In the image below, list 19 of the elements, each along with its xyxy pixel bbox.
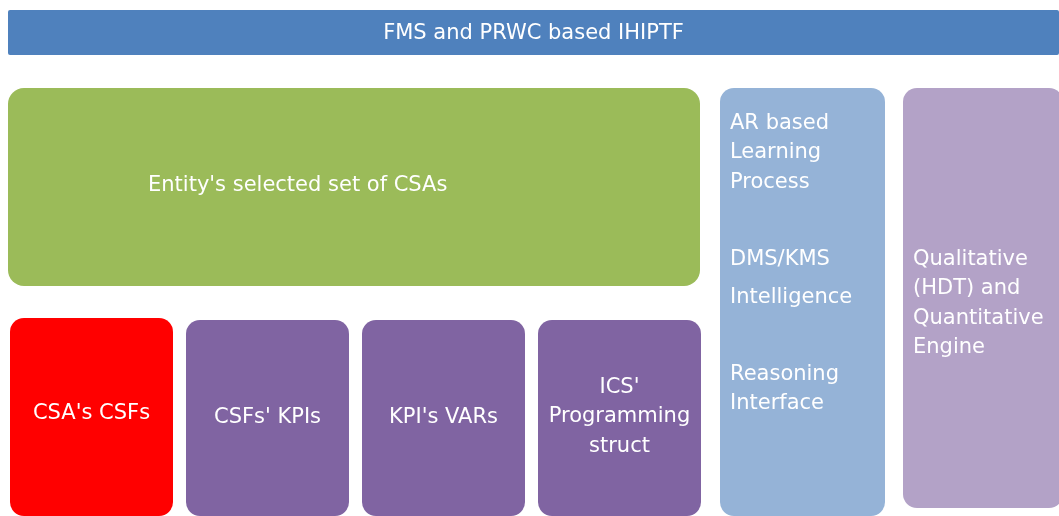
box-label: AR based Learning Process bbox=[730, 109, 831, 195]
box-label: Entity's selected set of CSAs bbox=[148, 171, 449, 198]
box-label: CSA's CSFs bbox=[31, 399, 152, 426]
box-label: KPI's VARs bbox=[388, 403, 499, 430]
title-bar bbox=[8, 10, 1059, 55]
box-label: Reasoning Interface bbox=[730, 359, 840, 417]
block-box bbox=[362, 320, 525, 516]
box-label: Qualitative (HDT) and Quantitative Engine bbox=[913, 245, 1045, 361]
block-box bbox=[10, 318, 173, 516]
box-label: DMS/KMS bbox=[730, 245, 831, 273]
box-label: FMS and PRWC based IHIPTF bbox=[382, 19, 685, 46]
box-label: CSFs' KPIs bbox=[213, 403, 322, 430]
group-panel bbox=[8, 88, 700, 286]
block-box bbox=[186, 320, 349, 516]
box-label: ICS' Programming struct bbox=[547, 373, 692, 459]
box-label: Intelligence bbox=[730, 282, 854, 310]
side-column bbox=[720, 88, 885, 516]
block-box bbox=[538, 320, 701, 516]
side-column bbox=[903, 88, 1059, 508]
